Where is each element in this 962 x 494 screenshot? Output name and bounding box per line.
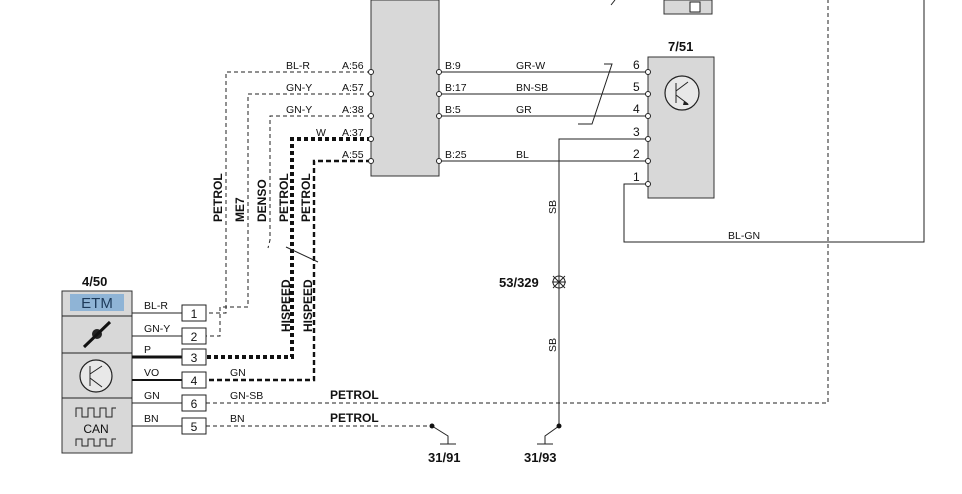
module-751-pin-2 <box>645 158 651 164</box>
etm-wire-left: BL-R <box>144 300 168 312</box>
module-751-pin-label: 2 <box>633 147 640 161</box>
wire-label-sb-upper: SB <box>547 200 559 214</box>
module-751-pin-label: 3 <box>633 125 640 139</box>
ecm-a-pin-label: A:37 <box>342 127 364 139</box>
wire-paths <box>132 0 925 445</box>
etm-can-label: CAN <box>83 422 108 436</box>
top-right-partial-component <box>610 0 713 15</box>
ground-3193-label: 31/93 <box>524 450 557 465</box>
etm-pin-box <box>181 327 207 345</box>
etm-pin-number: 6 <box>191 397 198 411</box>
etm-wire-right: BN <box>230 413 245 425</box>
wire-label-petrol-upper: PETROL <box>330 388 379 402</box>
ecm-b-pin-label: B:17 <box>445 82 467 94</box>
vertical-label: PETROL <box>299 173 313 222</box>
vertical-label: PETROL <box>277 173 291 222</box>
ecm-a-pin-2 <box>368 113 374 119</box>
etm-wire-left: GN <box>144 390 160 402</box>
ecm-b-wire-color: GR-W <box>516 60 545 72</box>
ecm-a-wire-color: BL-R <box>286 60 310 72</box>
etm-name: ETM <box>81 295 113 312</box>
ecm-b-pin-label: B:25 <box>445 149 467 161</box>
module-751-pin-1 <box>645 181 651 187</box>
etm-pin-box <box>181 394 207 412</box>
wire-label-petrol-lower: PETROL <box>330 411 379 425</box>
vertical-label: HISPEED <box>301 279 315 332</box>
ecm-b-pin-0 <box>436 69 442 75</box>
etm-pin-box <box>181 348 207 366</box>
ecm-a-pin-3 <box>368 136 374 142</box>
can-bus-icon: CAN <box>75 407 116 447</box>
etm-wire-right: GN-SB <box>230 390 263 402</box>
etm-wire-left: GN-Y <box>144 323 170 335</box>
transistor-icon <box>664 75 700 111</box>
ecm-a-pin-1 <box>368 91 374 97</box>
ground-3191-label: 31/91 <box>428 450 461 465</box>
ecm-b-pin-1 <box>436 91 442 97</box>
etm-pin-number: 3 <box>191 351 198 365</box>
ecm-connector-block <box>370 0 440 177</box>
ecm-a-pin-label: A:57 <box>342 82 364 94</box>
etm-wire-left: VO <box>144 367 159 379</box>
etm-wire-left: BN <box>144 413 159 425</box>
etm-transistor-icon <box>79 359 113 393</box>
module-751-pin-label: 4 <box>633 102 640 116</box>
module-751-label: 7/51 <box>668 39 693 54</box>
module-751-pin-label: 5 <box>633 80 640 94</box>
module-751-pin-label: 1 <box>633 170 640 184</box>
vertical-label: HISPEED <box>279 279 293 332</box>
wire-label-bl-gn: BL-GN <box>728 230 760 242</box>
ecm-a-wire-color: W <box>316 127 326 139</box>
throttle-motor-icon <box>82 320 112 349</box>
ecm-b-wire-color: BL <box>516 149 529 161</box>
ecm-b-pin-label: B:5 <box>445 104 461 116</box>
etm-pin-number: 1 <box>191 307 198 321</box>
module-751-pin-5 <box>645 91 651 97</box>
ecm-a-pin-4 <box>368 158 374 164</box>
vertical-label: PETROL <box>211 173 225 222</box>
module-751-pin-3 <box>645 136 651 142</box>
module-751-pin-label: 6 <box>633 58 640 72</box>
wire-label-sb-lower: SB <box>547 338 559 352</box>
etm-pin-number: 5 <box>191 420 198 434</box>
ecm-b-pin-label: B:9 <box>445 60 461 72</box>
ecm-a-pin-label: A:38 <box>342 104 364 116</box>
ecm-b-wire-color: GR <box>516 104 532 116</box>
ecm-b-pin-2 <box>436 113 442 119</box>
module-751: 7/51 <box>647 39 715 199</box>
etm-pin-box <box>181 371 207 389</box>
vertical-label: ME7 <box>233 197 247 222</box>
etm-wire-left: P <box>144 344 151 356</box>
ecm-a-pin-label: A:55 <box>342 149 364 161</box>
ecm-a-wire-color: GN-Y <box>286 104 312 116</box>
ecm-b-pin-3 <box>436 158 442 164</box>
ecm-a-pin-label: A:56 <box>342 60 364 72</box>
etm-pin-number: 2 <box>191 330 198 344</box>
ecm-b-wire-color: BN-SB <box>516 82 548 94</box>
ecm-a-pin-0 <box>368 69 374 75</box>
connector-53329-label: 53/329 <box>499 275 539 290</box>
etm-pin-box <box>181 304 207 322</box>
module-751-pin-6 <box>645 69 651 75</box>
etm-module: ETM CAN 4/50 <box>61 274 133 454</box>
etm-pin-number: 4 <box>191 374 198 388</box>
vertical-label: DENSO <box>255 179 269 222</box>
etm-pin-box <box>181 417 207 435</box>
etm-wire-right: GN <box>230 367 246 379</box>
ecm-a-wire-color: GN-Y <box>286 82 312 94</box>
etm-id-label: 4/50 <box>82 274 107 289</box>
module-751-pin-4 <box>645 113 651 119</box>
